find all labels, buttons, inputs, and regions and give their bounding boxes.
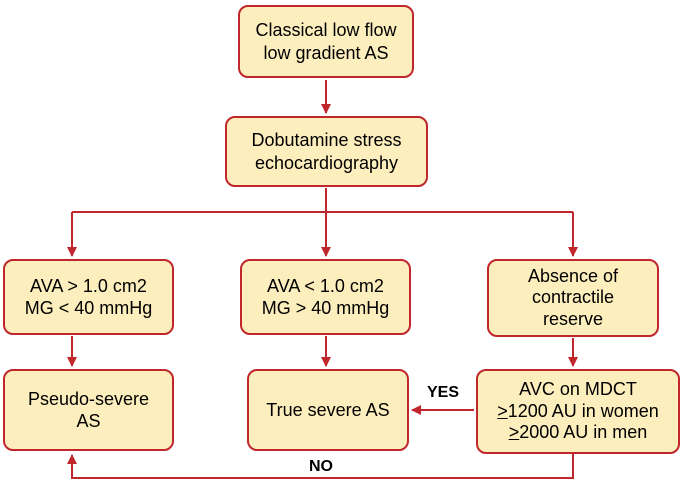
node-text-line: reserve — [542, 308, 604, 329]
node-text-line: low gradient AS — [263, 42, 389, 63]
node-text-line: True severe AS — [266, 399, 390, 420]
geq-symbol: > — [497, 400, 508, 421]
node-pseudo-severe: Pseudo-severe AS — [3, 369, 174, 451]
node-absence-contractile-reserve: Absence of contractile reserve — [487, 259, 659, 337]
node-text-line: Pseudo-severe — [27, 388, 150, 409]
geq-symbol: > — [508, 422, 520, 443]
edge-label-no: NO — [309, 458, 333, 475]
node-text-line: Classical low flow — [255, 20, 397, 40]
node-text-line: AVA < 1.0 cm2 — [267, 275, 384, 296]
node-true-severe: True severe AS — [247, 369, 409, 451]
node-text-line: AVC on MDCT — [519, 379, 637, 400]
threshold-women: 1200 AU in women — [507, 400, 659, 421]
node-text-line: Dobutamine stress — [251, 130, 402, 150]
node-classical-low-flow: Classical low flow low gradient AS — [238, 5, 414, 78]
node-text-line: MG < 40 mmHg — [24, 298, 153, 318]
node-ava-less: AVA < 1.0 cm2 MG > 40 mmHg — [240, 259, 411, 335]
edge-label-yes: YES — [427, 384, 460, 401]
arrow-no — [67, 454, 574, 479]
node-text-line: echocardiography — [254, 152, 399, 173]
node-text-line: contractile — [531, 287, 615, 308]
node-text-line: >1200 AU in women — [497, 401, 659, 423]
threshold-men: 2000 AU in men — [519, 422, 648, 443]
node-text-line: >2000 AU in men — [509, 422, 648, 444]
node-text-line: AS — [76, 411, 101, 431]
node-text-line: Absence of — [527, 265, 619, 286]
node-dobutamine-stress-echo: Dobutamine stress echocardiography — [225, 116, 428, 187]
node-avc-on-mdct: AVC on MDCT >1200 AU in women >2000 AU i… — [476, 369, 680, 454]
node-text-line: MG > 40 mmHg — [261, 298, 390, 318]
node-ava-greater: AVA > 1.0 cm2 MG < 40 mmHg — [3, 259, 174, 335]
node-text-line: AVA > 1.0 cm2 — [30, 275, 147, 296]
